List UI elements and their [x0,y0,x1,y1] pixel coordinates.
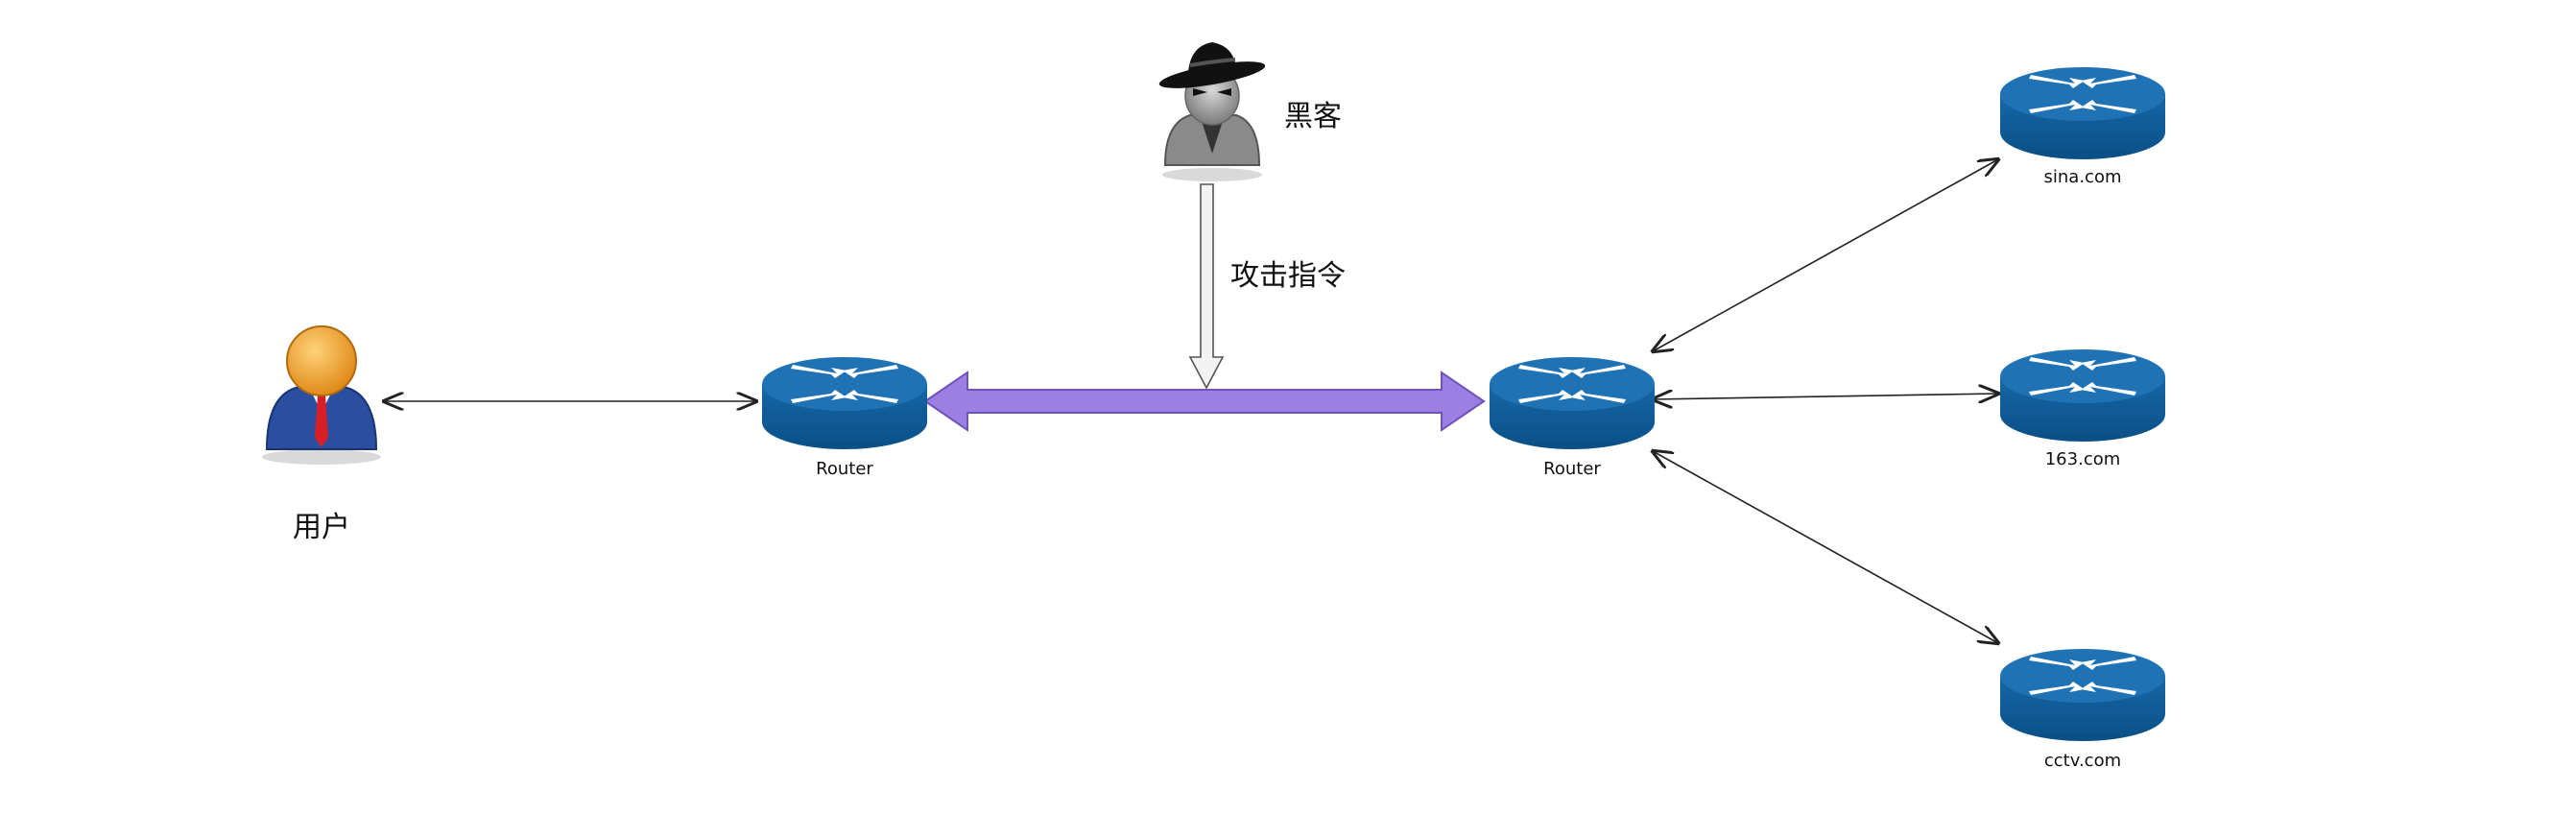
link-router-163 [1653,394,1998,399]
link-router-sina [1653,159,1998,351]
server-163-icon [2000,349,2165,442]
attack-arrow [1188,183,1225,390]
link-router-cctv [1653,451,1998,643]
user-icon [262,325,381,465]
router-left-icon [762,357,927,449]
attack-label: 攻击指令 [1230,259,1346,293]
hacker-icon [1158,42,1266,181]
user-label: 用户 [293,511,350,544]
server-sina-label: sina.com [2043,167,2122,187]
server-cctv-icon [2000,649,2165,741]
router-right-icon [1490,357,1655,449]
router-right-label: Router [1543,459,1601,479]
tunnel-arrow [923,371,1486,432]
server-cctv-label: cctv.com [2043,751,2122,771]
hacker-label: 黑客 [1284,100,1342,133]
server-sina-icon [2000,67,2165,159]
router-left-label: Router [816,459,873,479]
server-163-label: 163.com [2044,449,2121,469]
